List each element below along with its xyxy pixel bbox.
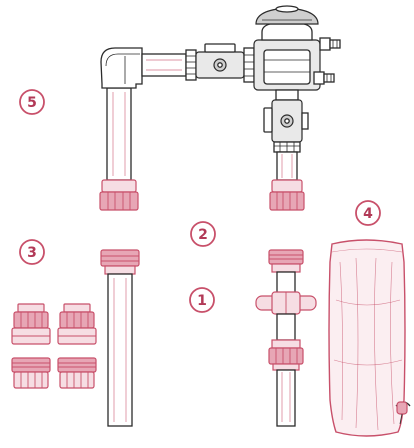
badge-4: 4: [355, 200, 381, 226]
badge-5-label: 5: [27, 95, 37, 111]
fitting-set: [11, 303, 97, 389]
badge-2-label: 2: [198, 227, 208, 243]
left-riser-pipe: [106, 87, 132, 181]
badge-1-label: 1: [197, 293, 207, 309]
badge-3: 3: [19, 239, 45, 265]
assembled-backflow-preventer: [99, 5, 341, 211]
fitting-bottom-right: [57, 357, 97, 389]
union-ball-valve-assembly: [255, 249, 317, 427]
badge-5: 5: [19, 89, 45, 115]
long-pipe-left: [100, 249, 140, 427]
preventer-body: [253, 5, 341, 91]
horizontal-pipe: [141, 53, 187, 77]
right-union-nut: [269, 179, 305, 211]
fitting-top-left: [11, 303, 51, 345]
badge-4-label: 4: [363, 206, 373, 222]
insulated-cover-bag: [328, 239, 411, 437]
horizontal-ball-valve: [185, 43, 255, 83]
elbow-fitting: [100, 47, 143, 89]
drawstring-toggle: [395, 401, 411, 425]
badge-3-label: 3: [27, 245, 37, 261]
badge-2: 2: [190, 221, 216, 247]
right-riser-pipe: [276, 151, 298, 181]
fitting-bottom-left: [11, 357, 51, 389]
fitting-top-right: [57, 303, 97, 345]
left-union-nut: [99, 179, 139, 211]
badge-1: 1: [189, 287, 215, 313]
vertical-ball-valve: [263, 89, 309, 153]
